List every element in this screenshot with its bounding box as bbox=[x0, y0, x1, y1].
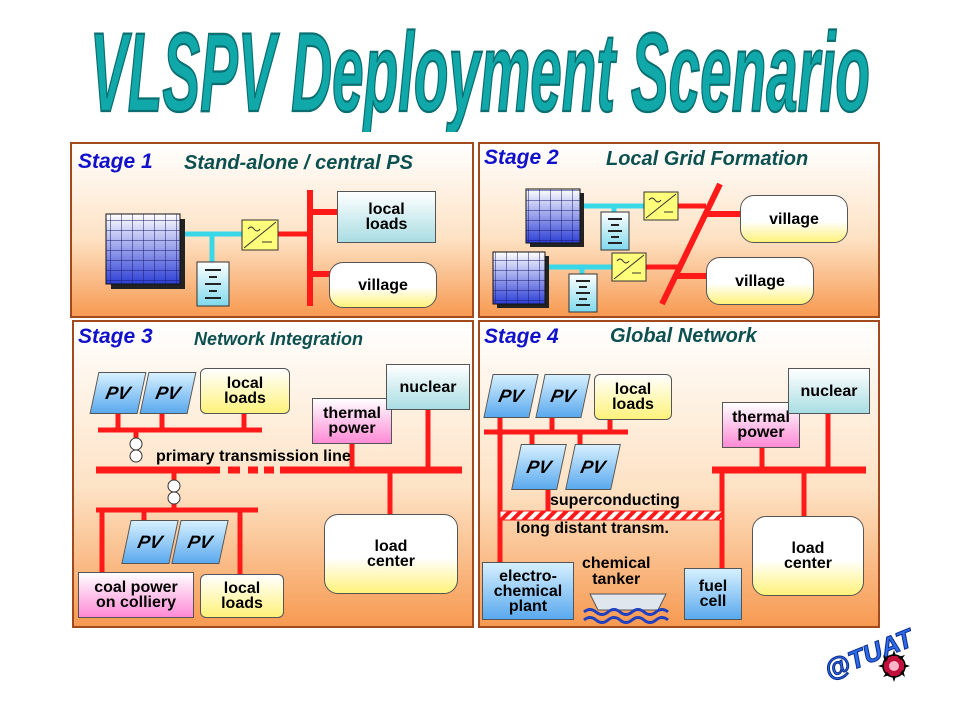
stage-4-heading: Global Network bbox=[610, 325, 757, 347]
tuat-logo-gear-icon bbox=[878, 650, 910, 682]
stage-2-pv-array-upper bbox=[525, 188, 584, 247]
tuat-logo: @TUAT bbox=[819, 622, 914, 686]
coal-power-box: coal power on colliery bbox=[78, 572, 194, 618]
superconducting-label: superconducting bbox=[550, 492, 680, 509]
stage-3-local-loads-bottom-box: local loads bbox=[200, 574, 284, 618]
stage-2-battery-icon-lower bbox=[568, 273, 598, 313]
stage-4-pv-module-4: PV bbox=[565, 444, 621, 490]
stage-1-pv-array bbox=[105, 213, 185, 289]
stage-4-pv-module-1: PV bbox=[483, 374, 539, 418]
stage-4-nuclear-box: nuclear bbox=[788, 368, 870, 414]
stage-3-lines bbox=[96, 408, 462, 574]
slide-title: VLSPV Deployment Scenario bbox=[89, 9, 871, 132]
stage-3-heading: Network Integration bbox=[194, 329, 364, 349]
stage-1-heading: Stand-alone / central PS bbox=[184, 152, 413, 174]
slide-title-text: VLSPV Deployment Scenario bbox=[90, 10, 870, 132]
primary-transmission-line-label: primary transmission line bbox=[156, 448, 351, 465]
stage-3-transformer-lower-icon bbox=[167, 479, 181, 505]
stage-3-thermal-power-box: thermal power bbox=[312, 398, 392, 444]
stage-1-lines bbox=[180, 190, 338, 306]
stage-3-load-center-box: load center bbox=[324, 514, 458, 594]
stage-1-local-loads-box: local loads bbox=[337, 191, 436, 243]
stage-3-nuclear-box: nuclear bbox=[386, 364, 470, 410]
stage-3-transformer-upper-icon bbox=[129, 437, 143, 463]
stage-3-pv-module-3: PV bbox=[121, 520, 179, 564]
long-distant-transm-label: long distant transm. bbox=[516, 520, 669, 537]
stage-3-local-loads-top-box: local loads bbox=[200, 368, 290, 414]
stage-2-pv-array-lower bbox=[492, 251, 549, 308]
stage-4-load-center-box: load center bbox=[752, 516, 864, 596]
stage-4-local-loads-box: local loads bbox=[594, 374, 672, 420]
chemical-tanker-icon bbox=[583, 593, 669, 624]
stage-2-heading: Local Grid Formation bbox=[606, 148, 809, 170]
stage-2-battery-icon-upper bbox=[600, 211, 630, 251]
stage-2-inverter-icon-upper bbox=[643, 191, 679, 221]
stage-3-pv-module-4: PV bbox=[171, 520, 229, 564]
stage-2-label: Stage 2 bbox=[484, 146, 559, 169]
stage-4-pv-module-2: PV bbox=[535, 374, 591, 418]
chemical-tanker-label: chemical tanker bbox=[582, 555, 651, 588]
fuel-cell-box: fuel cell bbox=[684, 568, 742, 620]
superconducting-line bbox=[499, 510, 723, 521]
stage-1-battery-icon bbox=[196, 261, 230, 307]
stage-4-thermal-power-box: thermal power bbox=[722, 402, 800, 448]
stage-2-lines bbox=[546, 182, 742, 306]
stage-2-village-upper-box: village bbox=[740, 195, 848, 243]
stage-1-inverter-icon bbox=[241, 219, 279, 251]
stage-1-village-box: village bbox=[329, 262, 437, 308]
stage-2-village-lower-box: village bbox=[706, 257, 814, 305]
electro-chemical-plant-box: electro- chemical plant bbox=[482, 562, 574, 620]
stage-4-lines bbox=[484, 410, 866, 568]
stage-3-label: Stage 3 bbox=[78, 325, 153, 348]
stage-4-label: Stage 4 bbox=[484, 325, 559, 348]
stage-1-label: Stage 1 bbox=[78, 150, 153, 173]
stage-4-pv-module-3: PV bbox=[511, 444, 567, 490]
stage-2-inverter-icon-lower bbox=[611, 252, 647, 282]
stage-3-pv-module-1: PV bbox=[89, 372, 147, 414]
stage-3-pv-module-2: PV bbox=[139, 372, 197, 414]
